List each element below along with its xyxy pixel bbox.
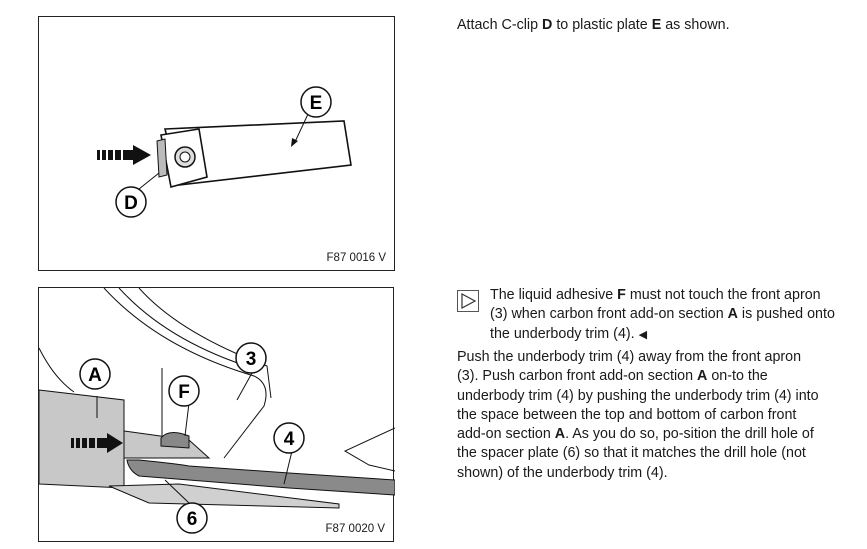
figure-code: F87 0016 V — [326, 252, 386, 264]
step-push-trim: Push the underbody trim (4) away from th… — [457, 348, 825, 483]
label-e: E — [310, 93, 323, 114]
figure-code: F87 0020 V — [325, 523, 385, 535]
text: is pushed onto the underbody trim (4). — [490, 306, 835, 342]
ref-d: D — [542, 17, 553, 33]
push-arrow-icon — [71, 433, 123, 453]
text: must not touch the front apron (3) when … — [490, 287, 821, 323]
push-arrow-icon — [97, 145, 151, 165]
figure-underbody-trim: A F 3 4 6 F87 0020 V — [38, 287, 395, 542]
note-play-icon — [457, 290, 479, 312]
label-a: A — [88, 365, 102, 386]
text: The liquid adhesive — [490, 287, 618, 303]
step-attach-c-clip: Attach C-clip D to plastic plate E as sh… — [457, 16, 837, 35]
c-clip-illustration: E D — [97, 86, 352, 218]
figure-c-clip: E D F87 0016 V — [38, 16, 395, 271]
text: as shown. — [661, 17, 730, 33]
underbody-illustration: A F 3 4 6 — [39, 288, 395, 534]
ref-a: A — [554, 426, 566, 443]
end-marker-icon: ◀ — [638, 328, 648, 341]
ref-a: A — [697, 368, 708, 385]
text: . As you do so, po-sition the drill hole… — [457, 426, 814, 481]
text: on-to the underbody trim (4) by pushing … — [457, 368, 819, 443]
text: Push the underbody trim (4) away from th… — [457, 349, 802, 385]
label-3: 3 — [246, 349, 257, 370]
label-4: 4 — [284, 429, 295, 450]
text: to plastic plate — [552, 17, 652, 33]
label-f: F — [178, 382, 190, 403]
ref-a: A — [727, 306, 738, 323]
label-6: 6 — [187, 509, 198, 530]
ref-f: F — [617, 287, 626, 303]
ref-e: E — [651, 17, 662, 33]
label-d: D — [124, 193, 138, 214]
text: Attach C-clip — [457, 17, 543, 33]
